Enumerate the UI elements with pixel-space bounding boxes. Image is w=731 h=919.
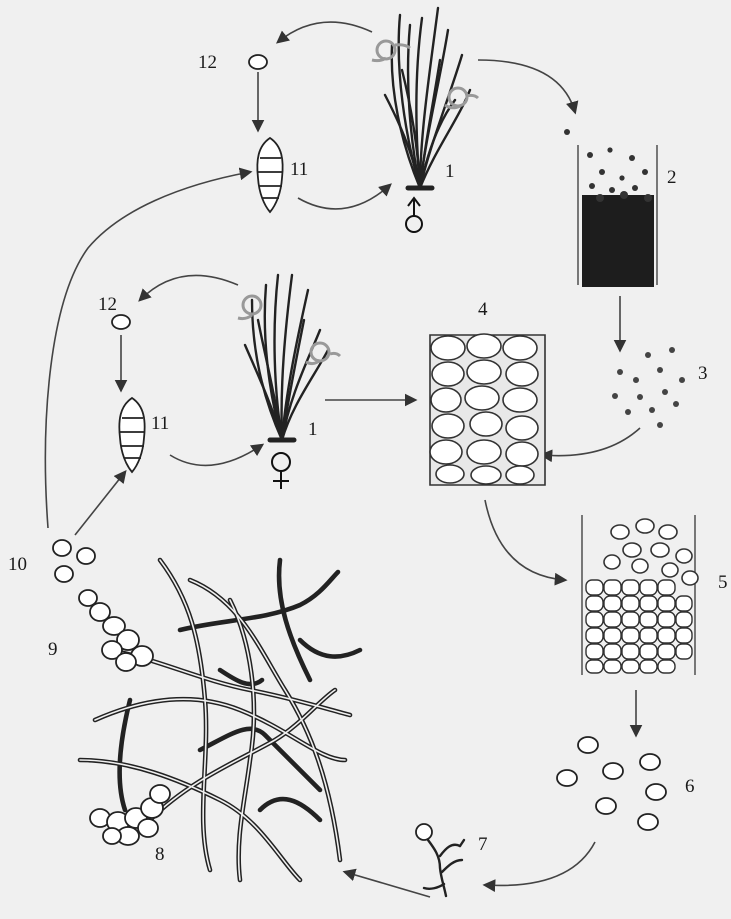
spores-3 [612, 347, 685, 428]
male-multicellular-spore-11 [257, 138, 283, 212]
label-stage-5: 5 [718, 573, 728, 592]
conidial-chain-9 [79, 590, 153, 671]
label-stage-11-male: 11 [290, 160, 308, 179]
arrow-female-to-12 [140, 275, 238, 300]
arrow-11-to-male [298, 185, 390, 209]
label-stage-11-female: 11 [151, 414, 169, 433]
arrow-10-to-11-female [75, 472, 125, 535]
label-stage-1-female: 1 [308, 420, 318, 439]
arrow-11-to-female [170, 445, 262, 465]
tissue-4 [430, 334, 545, 485]
male-spore-12 [249, 55, 267, 69]
label-stage-12-male: 12 [198, 53, 217, 72]
arrow-4-to-5 [485, 500, 565, 580]
male-conidiophore-tuft [385, 8, 470, 188]
male-spermatia-heads [372, 41, 478, 108]
arrow-3-to-4 [542, 428, 640, 456]
label-stage-10: 10 [8, 555, 27, 574]
label-stage-2: 2 [667, 168, 677, 187]
label-stage-12-female: 12 [98, 295, 117, 314]
label-stage-3: 3 [698, 364, 708, 383]
arrow-10-to-11-male [45, 172, 250, 528]
conidial-cluster-8 [90, 785, 170, 845]
spores-6 [557, 737, 666, 830]
label-stage-6: 6 [685, 777, 695, 796]
arrow-male-to-2 [478, 60, 575, 112]
label-stage-1-male: 1 [445, 162, 455, 181]
arrow-6-to-7 [485, 842, 595, 885]
arrow-male-to-12 [278, 22, 372, 42]
spores-10 [53, 540, 95, 582]
female-spore-12 [112, 315, 130, 329]
female-sex-symbol [272, 453, 290, 489]
arrow-7-to-mycelium [345, 872, 430, 897]
label-stage-4: 4 [478, 300, 488, 319]
spermogonium-2 [564, 129, 657, 287]
label-stage-7: 7 [478, 835, 488, 854]
label-stage-8: 8 [155, 845, 165, 864]
fruiting-body-5 [582, 515, 698, 675]
male-sex-symbol [406, 198, 422, 232]
label-stage-9: 9 [48, 640, 58, 659]
germinating-spore-7 [416, 824, 464, 896]
female-multicellular-spore-11 [119, 398, 145, 472]
